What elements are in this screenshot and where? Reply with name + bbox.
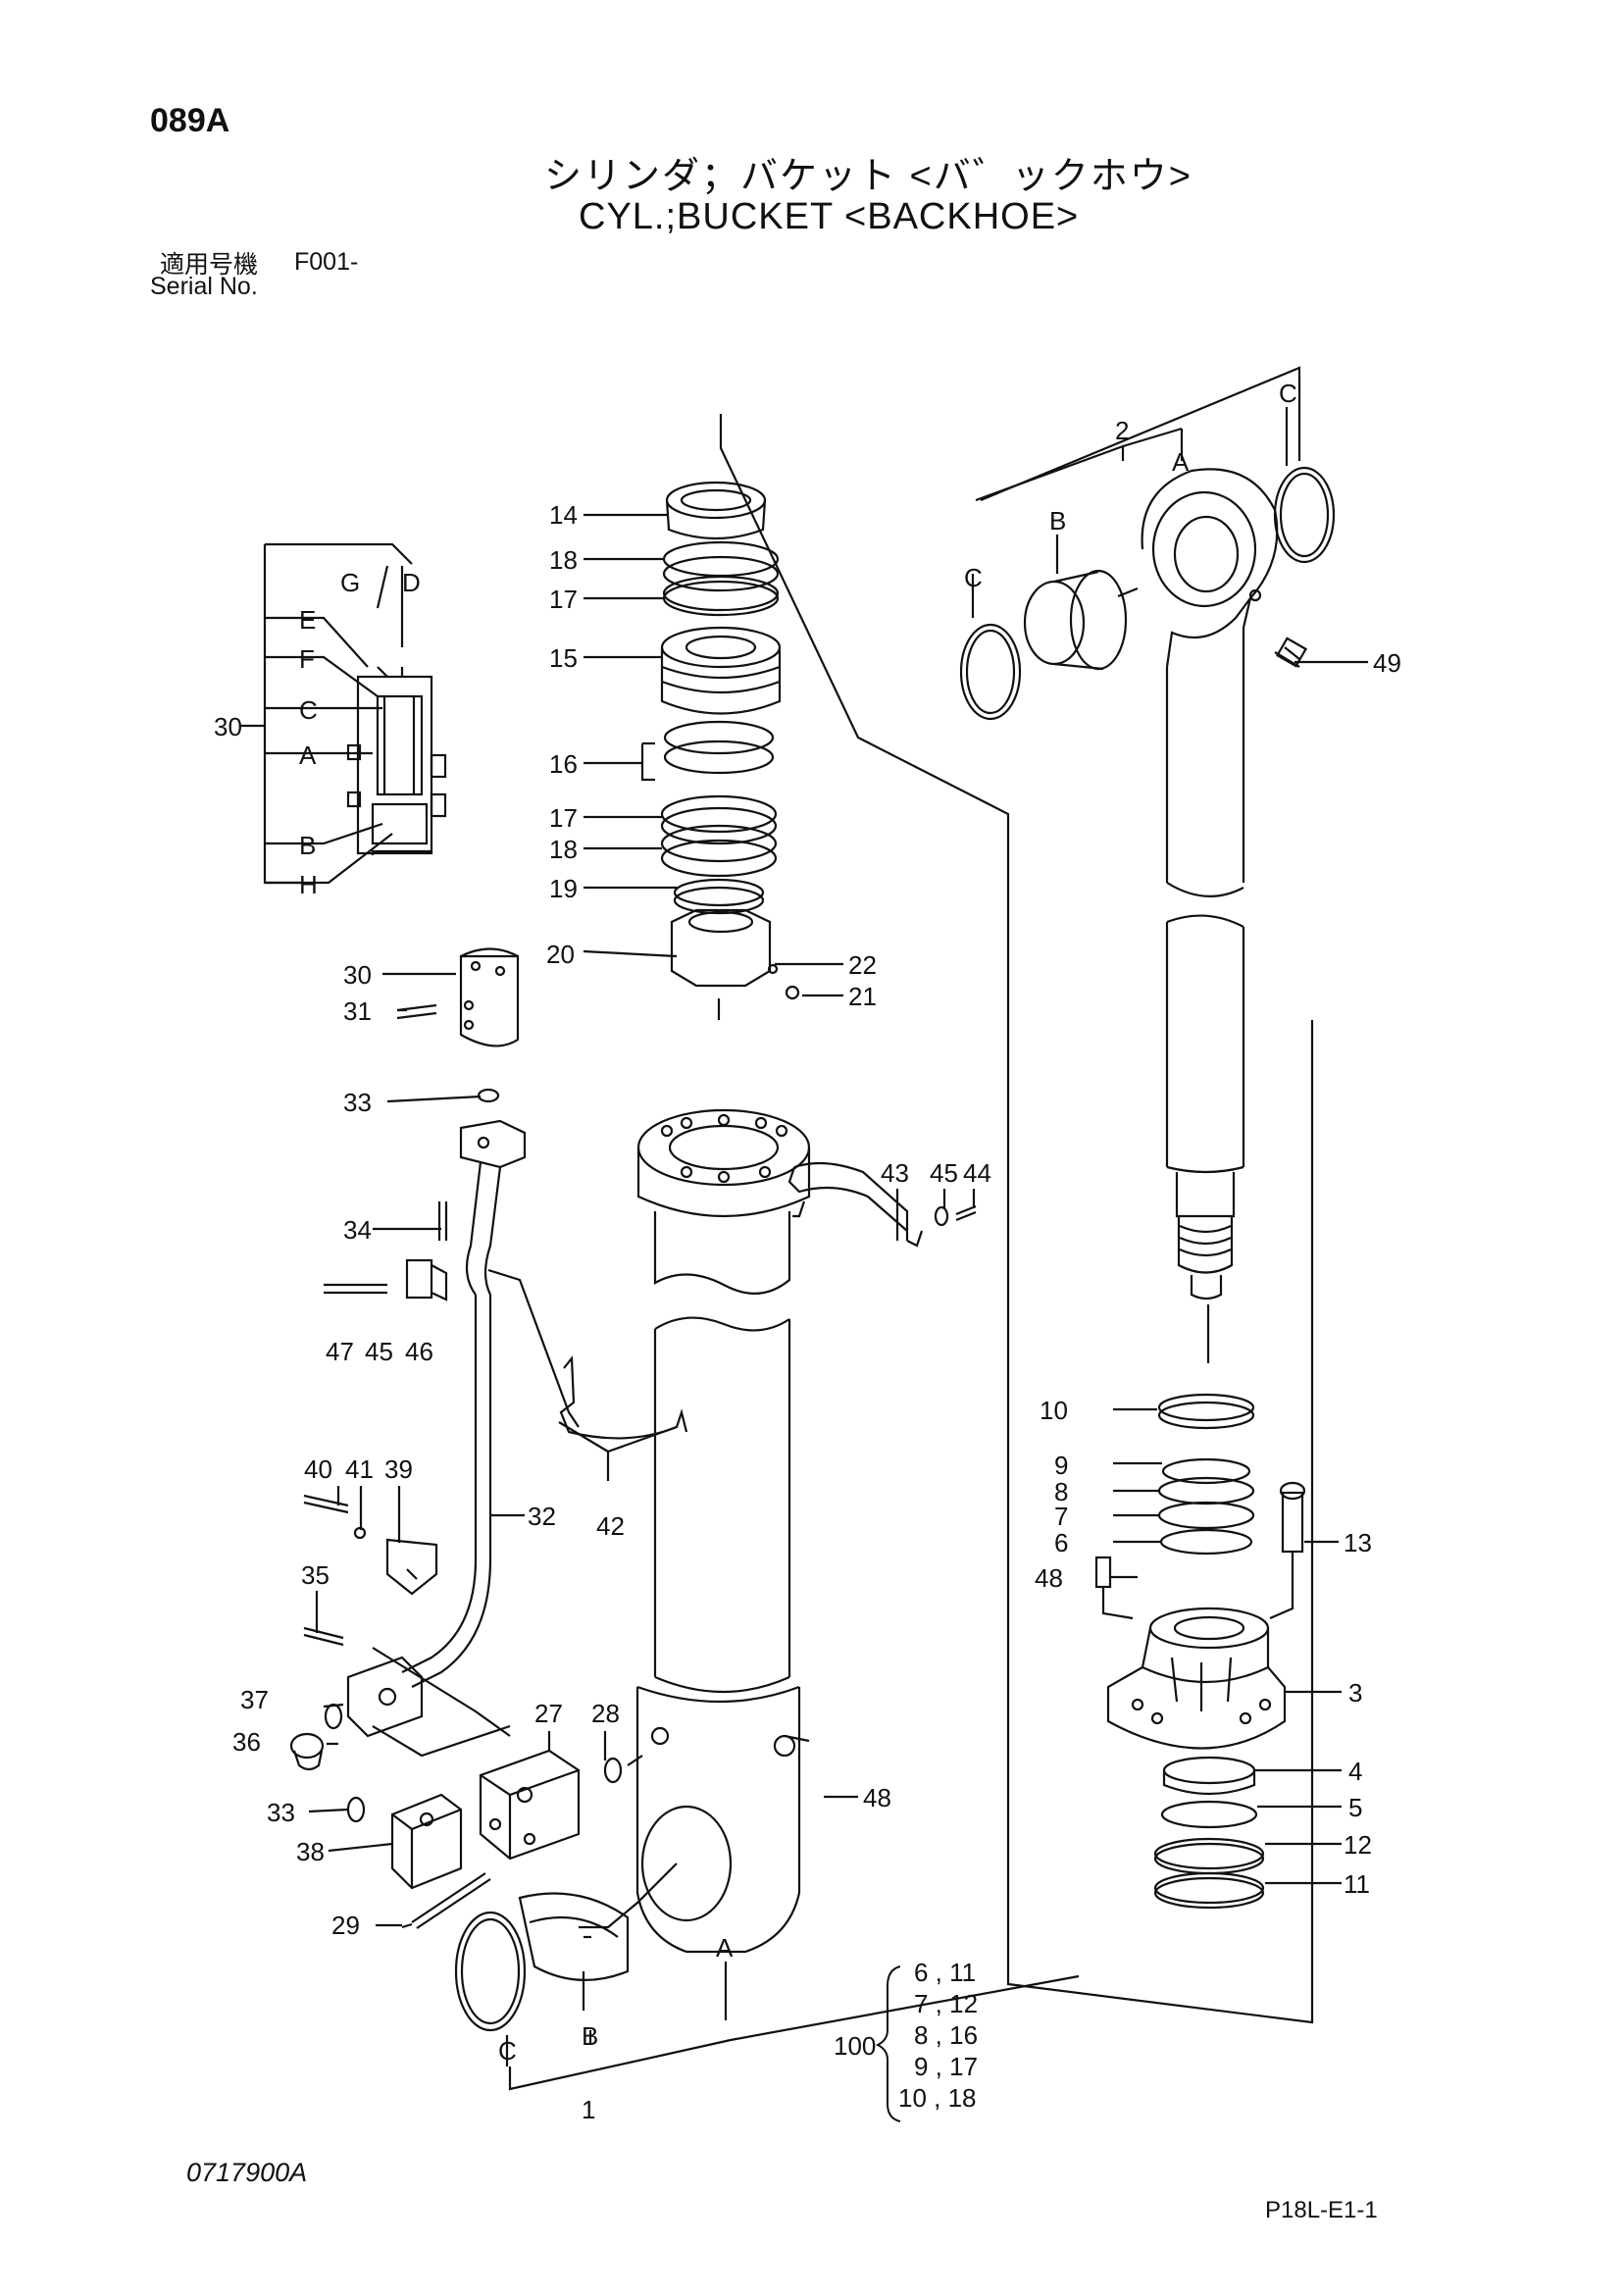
kit-number: 100	[834, 2031, 876, 2061]
callout-39: 39	[384, 1454, 413, 1484]
kit-row-3: 8 , 16	[914, 2020, 978, 2050]
callout-35: 35	[301, 1560, 330, 1590]
callout-32: 32	[528, 1502, 556, 1531]
callout-28: 28	[591, 1699, 620, 1728]
callout-48-head: 48	[1035, 1563, 1063, 1593]
callout-40: 40	[304, 1454, 332, 1484]
callout-43: 43	[881, 1158, 909, 1188]
kit-row-2: 7 , 12	[914, 1989, 978, 2018]
callout-inset-G: G	[340, 568, 360, 597]
callout-bottom-A: A	[716, 1933, 734, 1963]
callout-33-upper: 33	[343, 1088, 372, 1117]
kit-brace	[875, 1965, 901, 2122]
callout-20: 20	[546, 940, 575, 969]
serial-label-english: Serial No.	[150, 273, 258, 300]
callout-48-tube: 48	[863, 1783, 891, 1812]
callout-34: 34	[343, 1215, 372, 1245]
callout-30: 30	[343, 960, 372, 990]
callout-17-upper: 17	[549, 585, 578, 614]
callout-13: 13	[1344, 1528, 1372, 1557]
callout-30-inset: 30	[214, 712, 242, 741]
callout-31: 31	[343, 996, 372, 1026]
callout-2: 2	[1115, 416, 1129, 445]
callout-1: 1	[582, 2095, 595, 2124]
kit-row-1: 6 , 11	[914, 1958, 976, 1987]
callout-rod-A: A	[1172, 447, 1190, 477]
callout-46: 46	[405, 1337, 433, 1366]
callout-inset-E: E	[299, 605, 316, 635]
callout-33-lower: 33	[267, 1798, 295, 1827]
callout-inset-F: F	[299, 644, 315, 674]
title-japanese: シリンダ；バケット <バ゛ックホウ>	[544, 156, 1193, 197]
callout-rod-B: B	[1049, 506, 1066, 536]
callout-bottom-B: B	[582, 2021, 598, 2051]
callout-rod-C-left: C	[964, 563, 983, 592]
callout-rod-C-right: C	[1279, 379, 1297, 408]
group-frame-tube	[719, 414, 1314, 2024]
kit-row-4: 9 , 17	[914, 2052, 978, 2081]
callout-44: 44	[963, 1158, 991, 1188]
callout-4: 4	[1348, 1757, 1362, 1786]
hose-and-valve-assembly	[289, 947, 977, 2032]
callout-bottom-C: C	[498, 2036, 517, 2066]
callout-22: 22	[848, 950, 877, 980]
callout-12: 12	[1344, 1830, 1372, 1860]
group-frame-rod-top	[975, 427, 1183, 502]
callout-36: 36	[232, 1727, 261, 1757]
piston-rod	[1141, 468, 1279, 1363]
callout-21: 21	[848, 982, 877, 1011]
callout-38: 38	[296, 1837, 325, 1866]
callout-37: 37	[240, 1685, 269, 1714]
page-code: 089A	[150, 102, 230, 139]
callout-42: 42	[596, 1511, 625, 1541]
callout-5: 5	[1348, 1793, 1362, 1822]
piston-stack	[660, 481, 800, 1020]
callout-49: 49	[1373, 648, 1401, 678]
callout-inset-B: B	[299, 831, 316, 860]
callout-10: 10	[1040, 1396, 1068, 1425]
callout-41: 41	[345, 1454, 374, 1484]
title-english: CYL.;BUCKET <BACKHOE>	[579, 196, 1080, 237]
rod-bushing	[959, 466, 1336, 721]
callout-8: 8	[1054, 1477, 1068, 1506]
callout-45-left: 45	[365, 1337, 393, 1366]
document-code: 0717900A	[186, 2158, 308, 2187]
callout-9: 9	[1054, 1451, 1068, 1480]
callout-19: 19	[549, 874, 578, 903]
callout-47: 47	[326, 1337, 354, 1366]
callout-15: 15	[549, 643, 578, 673]
sheet-code: P18L-E1-1	[1265, 2197, 1378, 2223]
cylinder-head	[1094, 1393, 1306, 1910]
callout-29: 29	[331, 1911, 360, 1940]
group-frame-rod	[980, 366, 1301, 502]
callout-27: 27	[534, 1699, 563, 1728]
callout-inset-C: C	[299, 695, 318, 725]
callout-18-lower: 18	[549, 835, 578, 864]
callout-16: 16	[549, 749, 578, 779]
kit-row-5: 10 , 18	[898, 2083, 977, 2113]
callout-6: 6	[1054, 1528, 1068, 1557]
callout-inset-H: H	[299, 870, 318, 899]
leader-lines	[240, 407, 1368, 2066]
callout-7: 7	[1054, 1502, 1068, 1531]
callout-45-right: 45	[930, 1158, 958, 1188]
callout-17-lower: 17	[549, 803, 578, 833]
serial-value: F001-	[294, 248, 359, 276]
cylinder-tube	[635, 1108, 811, 1954]
serial-label-japanese: 適用号機	[160, 251, 259, 279]
callout-11: 11	[1344, 1869, 1370, 1899]
group-frame-bottom	[508, 1974, 1080, 2091]
callout-14: 14	[549, 500, 578, 530]
callout-inset-D: D	[402, 568, 421, 597]
callout-3: 3	[1348, 1678, 1362, 1708]
callout-inset-A: A	[299, 740, 317, 770]
callout-18-upper: 18	[549, 545, 578, 575]
